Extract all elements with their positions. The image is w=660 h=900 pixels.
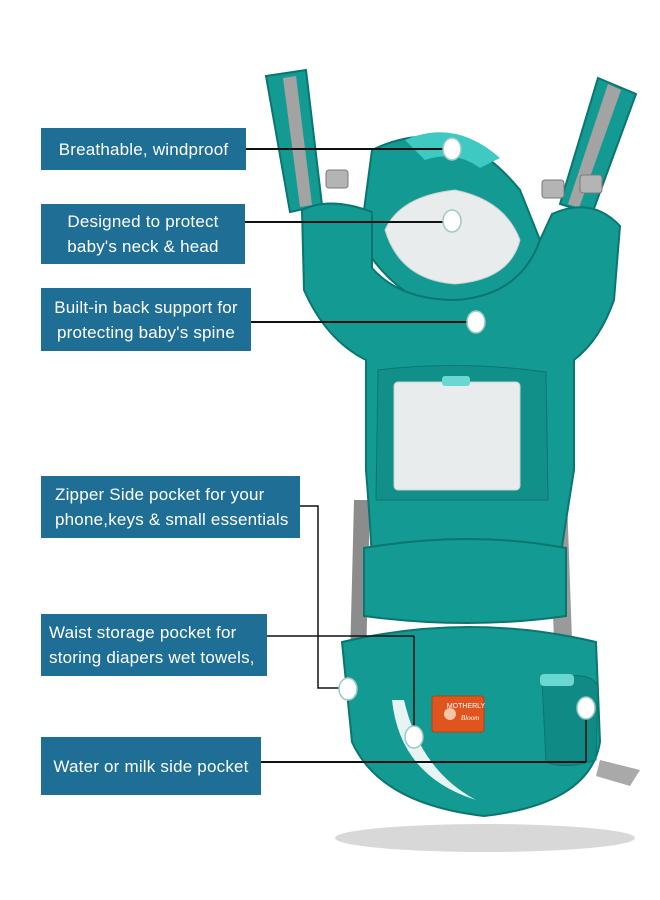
brand-patch-line-1: MOTHERLY — [447, 703, 486, 710]
callout-zipper-pocket-line-1: Zipper Side pocket for your — [55, 485, 265, 504]
callout-back-support: Built-in back support for protecting bab… — [41, 288, 251, 351]
callout-neck-head: Designed to protect baby's neck & head — [41, 204, 245, 264]
brand-patch: MOTHERLY Bloom — [431, 695, 486, 733]
marker-zipper-pocket — [338, 677, 358, 701]
callout-bottle-pocket: Water or milk side pocket — [41, 737, 261, 795]
callout-waist-pocket-line-2: storing diapers wet towels, — [49, 648, 255, 667]
callout-zipper-pocket: Zipper Side pocket for your phone,keys &… — [41, 476, 300, 538]
ground-shadow — [335, 824, 635, 852]
callout-waist-pocket-line-1: Waist storage pocket for — [49, 623, 237, 642]
callout-waist-pocket: Waist storage pocket for storing diapers… — [41, 614, 267, 676]
callout-back-support-line-1: Built-in back support for — [54, 297, 238, 317]
callout-markers — [338, 137, 596, 749]
callout-breathable-line-1: Breathable, windproof — [58, 139, 229, 159]
marker-neck-head — [442, 209, 462, 233]
marker-back-support — [466, 310, 486, 334]
callout-bottle-pocket-line-1: Water or milk side pocket — [53, 756, 249, 776]
callout-breathable: Breathable, windproof — [41, 128, 246, 170]
marker-bottle-pocket — [576, 696, 596, 720]
callout-neck-head-line-2: baby's neck & head — [67, 237, 219, 256]
marker-waist-pocket — [404, 725, 424, 749]
callout-neck-head-line-1: Designed to protect — [67, 212, 219, 231]
mesh-panel — [375, 364, 549, 501]
right-shoulder-strap — [558, 76, 638, 216]
brand-patch-line-2: Bloom — [461, 714, 479, 722]
marker-breathable — [442, 137, 462, 161]
callout-leader-lines — [245, 148, 587, 763]
callout-back-support-line-2: protecting baby's spine — [57, 322, 235, 342]
callout-zipper-pocket-line-2: phone,keys & small essentials — [55, 510, 289, 529]
left-shoulder-strap — [264, 68, 324, 214]
hip-seat — [340, 538, 602, 818]
